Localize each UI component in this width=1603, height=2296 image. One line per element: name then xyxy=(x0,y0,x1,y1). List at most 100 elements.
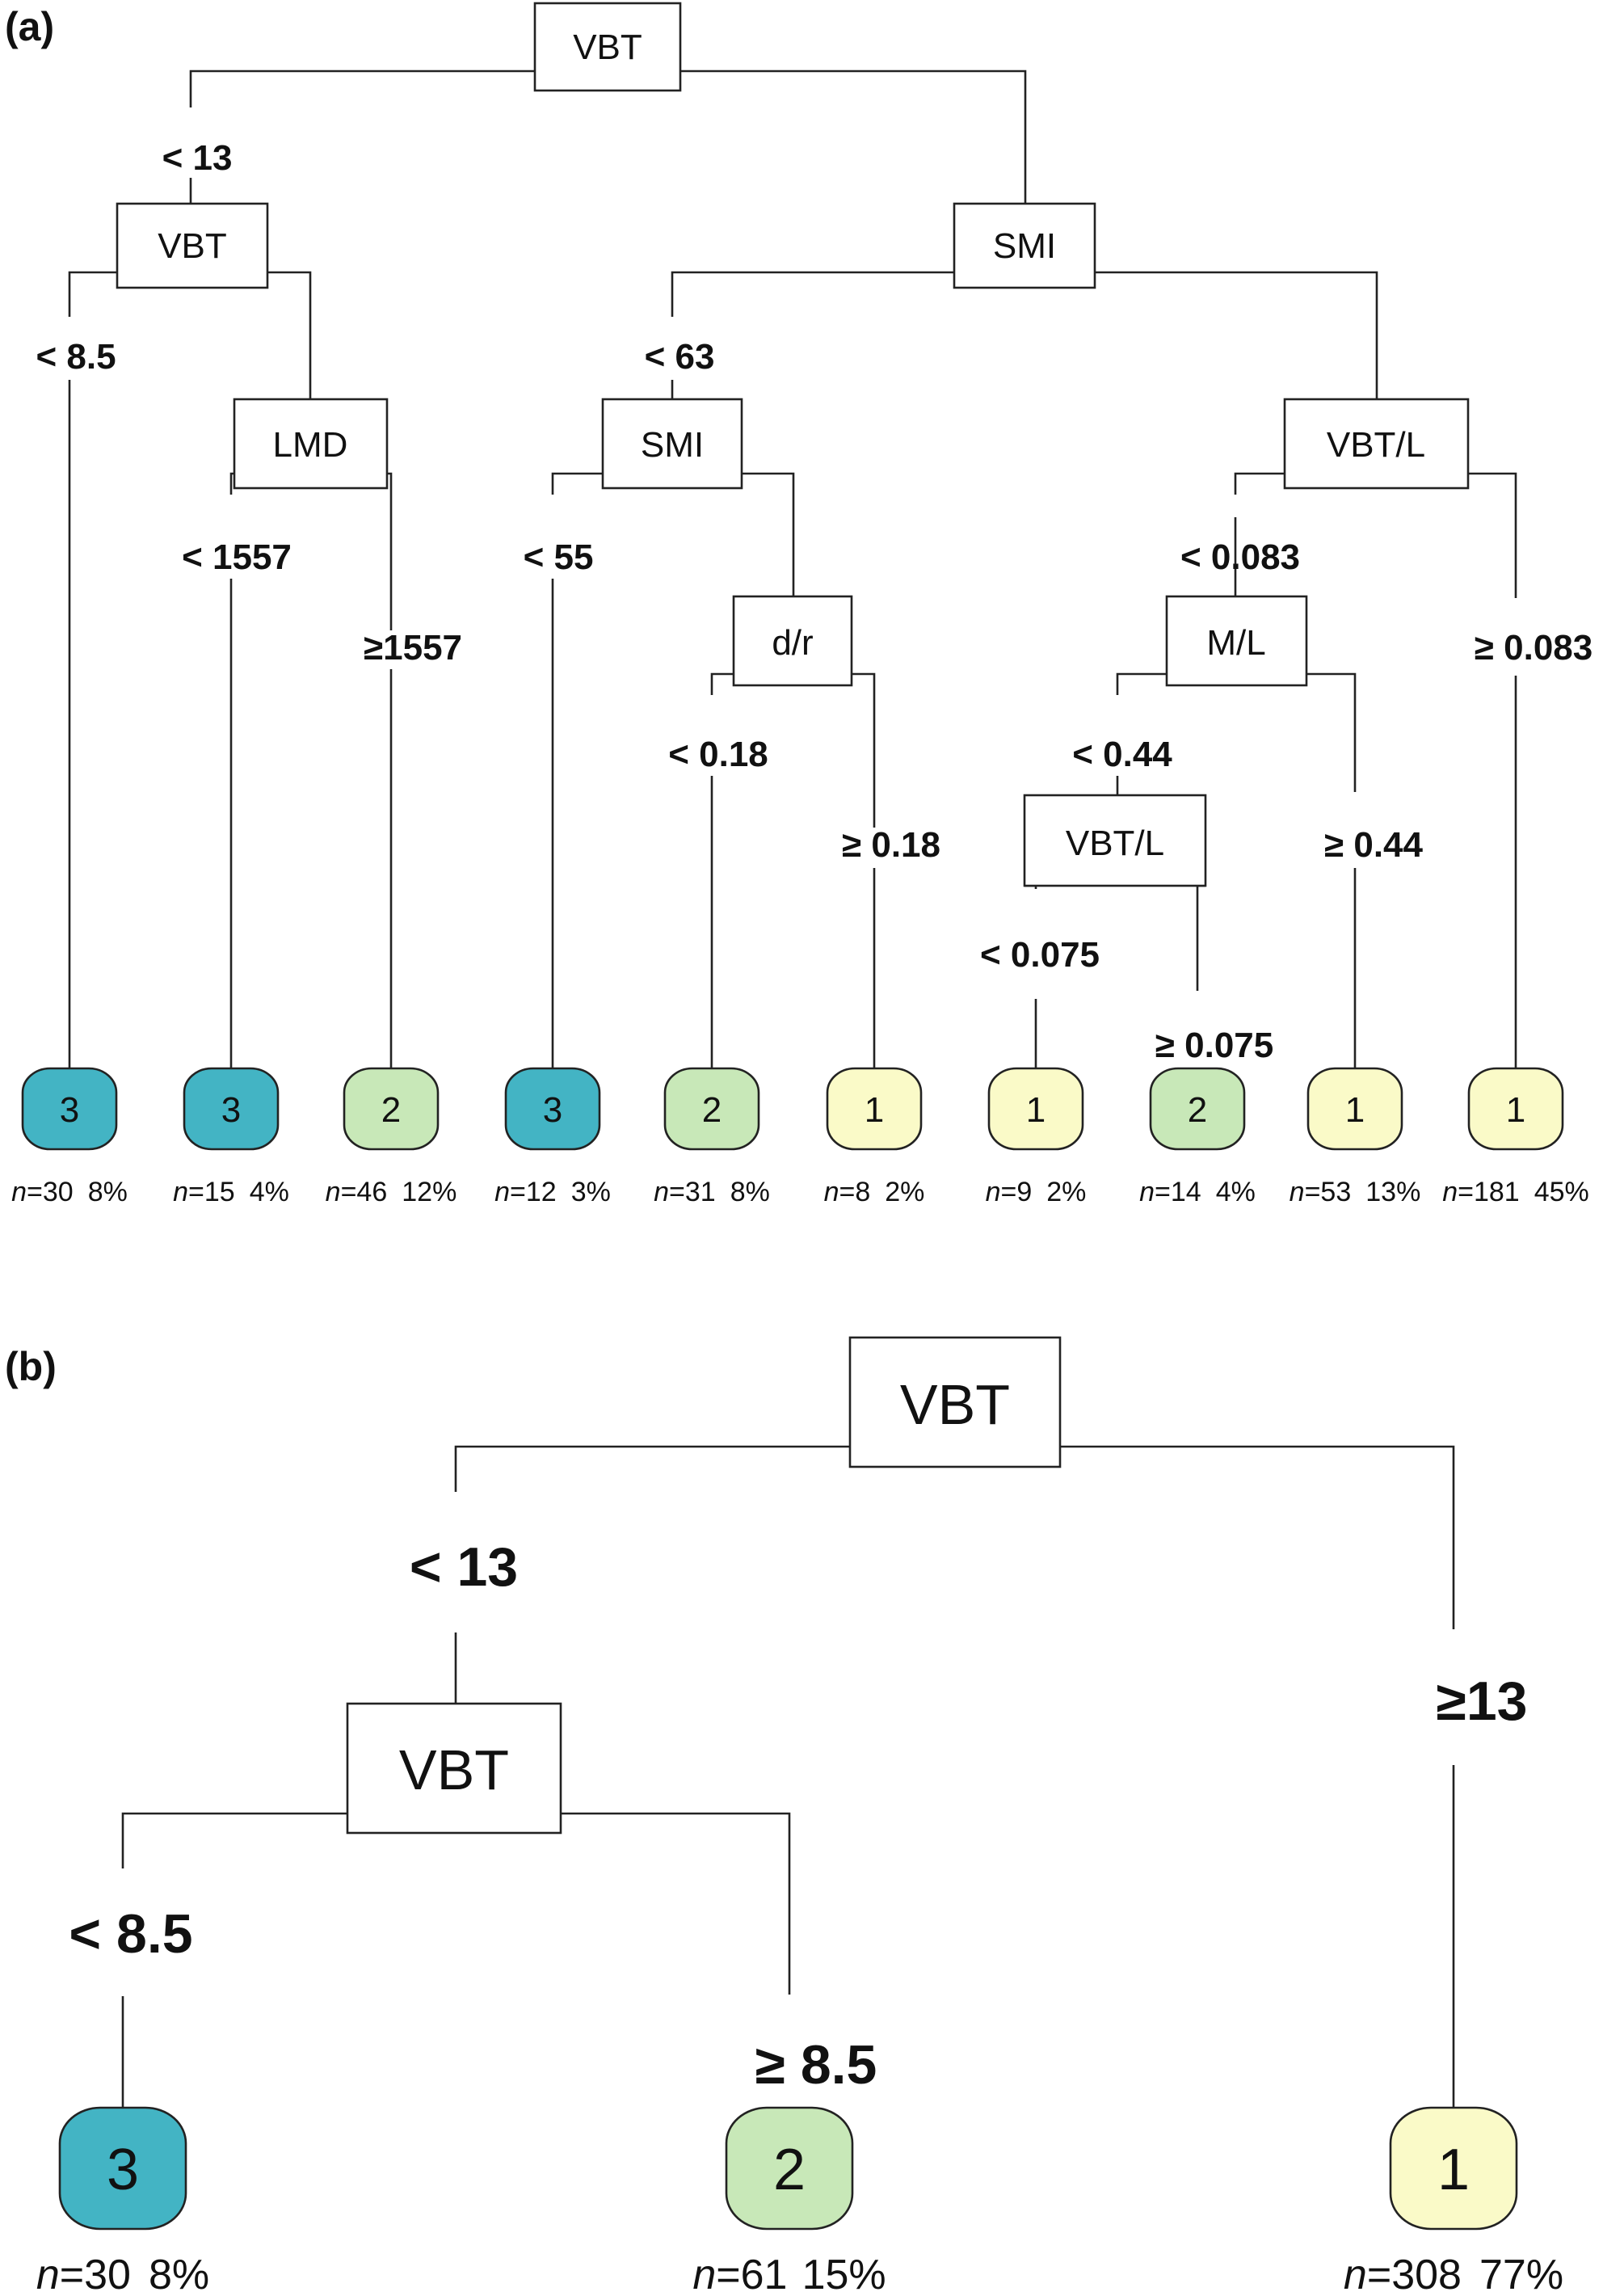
panel-b-conditions: < 13 ≥13 < 8.5 ≥ 8.5 xyxy=(69,1536,1527,2096)
split-condition: < 0.44 xyxy=(1072,735,1172,774)
split-condition: < 0.18 xyxy=(668,735,768,774)
leaf-n-symbol: n xyxy=(1344,2252,1367,2296)
node-vbt-root: VBT xyxy=(533,2,682,92)
leaf-node: 3 n=15 4% xyxy=(173,1067,289,1207)
node-label: VBT xyxy=(573,27,642,67)
leaf-shape xyxy=(21,1067,118,1151)
leaf-n-symbol: n xyxy=(692,2252,716,2296)
leaf-shape xyxy=(504,1067,601,1151)
leaf-n-value: =53 xyxy=(1305,1177,1352,1207)
leaf-class-label: 1 xyxy=(1506,1090,1525,1130)
leaf-n-value: =308 xyxy=(1367,2252,1462,2296)
leaf-n-value: =14 xyxy=(1155,1177,1201,1207)
node-label: LMD xyxy=(273,425,348,465)
node-label: VBT xyxy=(399,1738,509,1801)
split-condition: < 1557 xyxy=(182,537,292,577)
panel-a-edges xyxy=(68,70,1517,1068)
split-condition: < 13 xyxy=(410,1536,518,1598)
leaf-shape xyxy=(987,1067,1084,1151)
leaf-class-label: 2 xyxy=(702,1090,722,1130)
leaf-percent: 4% xyxy=(250,1177,289,1207)
leaf-n-value: =61 xyxy=(716,2252,785,2296)
leaf-percent: 8% xyxy=(730,1177,770,1207)
leaf-class-label: 1 xyxy=(1345,1090,1365,1130)
leaf-class-label: 2 xyxy=(381,1090,401,1130)
split-condition: ≥13 xyxy=(1437,1670,1528,1732)
node-smi-level2: SMI xyxy=(953,202,1096,289)
leaf-shape xyxy=(183,1067,280,1151)
leaf-stats: n=61 15% xyxy=(692,2252,886,2296)
leaf-class-label: 3 xyxy=(221,1090,241,1130)
split-condition: < 0.075 xyxy=(980,935,1100,975)
panel-b-edges xyxy=(121,1445,1455,2108)
node-vbt-level2: VBT xyxy=(116,202,269,289)
leaf-n-symbol: n xyxy=(494,1177,510,1207)
leaf-n-symbol: n xyxy=(1442,1177,1458,1207)
leaf-n-value: =46 xyxy=(341,1177,388,1207)
leaf-class-label: 3 xyxy=(543,1090,562,1130)
leaf-n-symbol: n xyxy=(173,1177,188,1207)
leaf-percent: 12% xyxy=(402,1177,456,1207)
node-label: VBT xyxy=(158,226,227,266)
node-ml: M/L xyxy=(1165,595,1308,687)
node-lmd: LMD xyxy=(233,398,389,490)
leaf-shape xyxy=(1306,1067,1403,1151)
leaf-n-value: =9 xyxy=(1001,1177,1033,1207)
leaf-percent: 2% xyxy=(1046,1177,1086,1207)
node-dr: d/r xyxy=(732,595,853,687)
leaf-percent: 3% xyxy=(571,1177,611,1207)
leaf-shape xyxy=(1467,1067,1564,1151)
split-condition: ≥ 0.18 xyxy=(842,825,940,865)
leaf-node: 2 n=46 12% xyxy=(326,1067,456,1207)
leaf-class-label: 3 xyxy=(107,2138,139,2202)
leaf-shape xyxy=(1389,2106,1518,2231)
node-label: SMI xyxy=(641,425,704,465)
leaf-n-symbol: n xyxy=(326,1177,341,1207)
node-vbtl-level5: VBT/L xyxy=(1023,794,1207,887)
leaf-n-symbol: n xyxy=(654,1177,669,1207)
node-vbt-level2-b: VBT xyxy=(346,1702,562,1835)
leaf-shape xyxy=(1149,1067,1246,1151)
split-condition: ≥1557 xyxy=(364,628,462,668)
leaf-shape xyxy=(58,2106,187,2231)
leaf-n-value: =15 xyxy=(188,1177,235,1207)
node-label: SMI xyxy=(993,226,1056,266)
node-smi-level3: SMI xyxy=(601,398,743,490)
leaf-percent: 4% xyxy=(1216,1177,1256,1207)
node-label: M/L xyxy=(1206,623,1265,663)
leaf-stats: n=15 4% xyxy=(173,1177,289,1207)
leaf-percent: 13% xyxy=(1365,1177,1420,1207)
leaf-shape xyxy=(826,1067,923,1151)
leaf-n-value: =30 xyxy=(60,2252,131,2296)
split-condition: < 0.083 xyxy=(1180,537,1300,577)
leaf-percent: 45% xyxy=(1534,1177,1589,1207)
leaf-class-label: 1 xyxy=(1026,1090,1046,1130)
split-condition: ≥ 0.083 xyxy=(1475,628,1592,668)
split-condition: < 63 xyxy=(645,337,715,377)
node-vbtl-level3: VBT/L xyxy=(1283,398,1470,490)
split-condition: < 13 xyxy=(162,138,233,178)
leaf-class-label: 2 xyxy=(1188,1090,1207,1130)
leaf-percent: 77% xyxy=(1479,2252,1563,2296)
leaf-percent: 15% xyxy=(802,2252,886,2296)
panel-a-conditions: < 13 < 8.5 < 63 < 1557 ≥1557 < 55 < 0.08… xyxy=(36,138,1592,1065)
leaf-shape xyxy=(663,1067,760,1151)
split-condition: ≥ 0.075 xyxy=(1155,1026,1273,1065)
node-label: VBT xyxy=(900,1373,1010,1436)
leaf-n-symbol: n xyxy=(11,1177,27,1207)
node-label: VBT/L xyxy=(1327,425,1425,465)
split-condition: < 8.5 xyxy=(69,1903,192,1965)
leaf-class-label: 1 xyxy=(865,1090,884,1130)
